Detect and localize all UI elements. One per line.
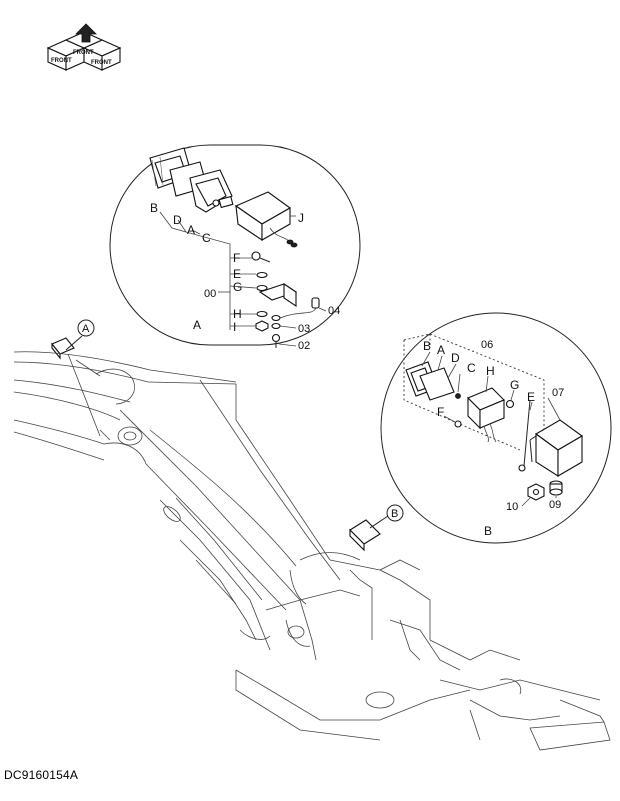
washer-e: [256, 271, 268, 279]
washer-g: [256, 284, 268, 292]
drawing-code: DC9160154A: [4, 768, 79, 782]
detail-a-letter-e: E: [233, 267, 241, 281]
lamp-bracket: [258, 282, 298, 308]
nut-i: [255, 320, 269, 332]
callout-b-label: B: [391, 508, 398, 520]
detail-b-letter-a: A: [437, 343, 445, 357]
screw-c: [455, 393, 461, 399]
detail-b-number-10: 10: [506, 501, 518, 513]
detail-a-number-04: 04: [328, 305, 340, 317]
front-orientation-icon: FRONT FRONT FRONT: [46, 23, 122, 71]
detail-b-leaders: [421, 351, 561, 507]
detail-b-ref: B: [484, 524, 492, 538]
lamp-body: [234, 191, 298, 248]
detail-b-assembly-label: 06: [481, 339, 493, 351]
detail-a-leaders: [159, 211, 327, 347]
lamp-gasket-b: [419, 367, 455, 401]
detail-a-parts: B D A C J F E G H I 00 04 03 02 A: [149, 147, 340, 352]
detail-a-number-03: 03: [298, 323, 310, 335]
detail-b-letter-f: F: [437, 405, 444, 419]
detail-b-letter-e: E: [527, 390, 535, 404]
detail-a-frame: [109, 144, 361, 346]
detail-a-letter-i: I: [233, 320, 236, 334]
detail-a-letter-f: F: [233, 251, 240, 265]
washer-h: [256, 310, 268, 318]
lamp-bulb: [212, 195, 234, 209]
bolt-e: [518, 399, 531, 472]
detail-b-number-09: 09: [549, 499, 561, 511]
detail-b-frame: [380, 312, 612, 544]
detail-a-letter-b: B: [150, 201, 158, 215]
detail-b-letter-b: B: [423, 339, 431, 353]
detail-a-letter-a: A: [187, 223, 195, 237]
screw-f: [251, 251, 271, 263]
detail-b-letter-d: D: [451, 351, 460, 365]
lamp-guard-07: [529, 419, 584, 478]
callout-a-label: A: [82, 323, 90, 335]
part-02: [271, 333, 281, 348]
part-04: [311, 297, 320, 309]
collar-09: [549, 480, 563, 496]
callout-b: B: [349, 504, 404, 552]
detail-a-letter-h: H: [233, 307, 242, 321]
detail-a-letter-c: C: [202, 231, 211, 245]
callout-a: A: [51, 319, 101, 437]
bolt-g: [505, 399, 515, 409]
nut-10: [527, 483, 545, 501]
detail-a-letter-j: J: [298, 211, 304, 225]
detail-b-parts: B A D C H G E F 06 07 10 09 B: [403, 333, 584, 538]
detail-a-ref: A: [193, 318, 201, 332]
detail-a-number-02: 02: [298, 340, 310, 352]
excavator-boom-drawing: [13, 351, 611, 751]
front-label-3: FRONT: [91, 60, 112, 66]
lamp-body-b: [467, 387, 505, 443]
detail-a-group-label: 00: [204, 288, 216, 300]
detail-b-number-07: 07: [552, 387, 564, 399]
detail-b-letter-c: C: [467, 361, 476, 375]
front-label-2: FRONT: [73, 50, 94, 56]
detail-b-letter-h: H: [486, 364, 495, 378]
front-label-1: FRONT: [51, 58, 72, 64]
detail-b-letter-g: G: [510, 378, 519, 392]
part-f: [454, 420, 462, 428]
detail-a-letter-g: G: [233, 280, 242, 294]
detail-a-letter-d: D: [173, 213, 182, 227]
